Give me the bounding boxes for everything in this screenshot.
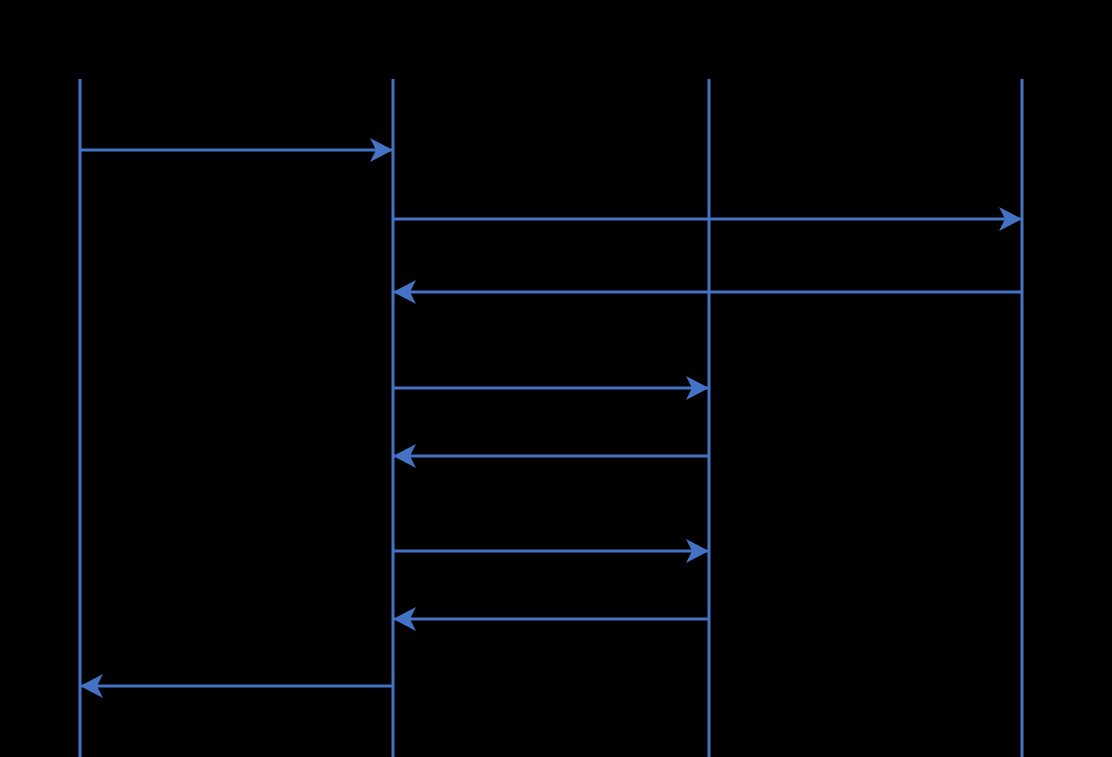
sequence-diagram: [78, 79, 1024, 757]
diagram-canvas: [78, 79, 1024, 757]
